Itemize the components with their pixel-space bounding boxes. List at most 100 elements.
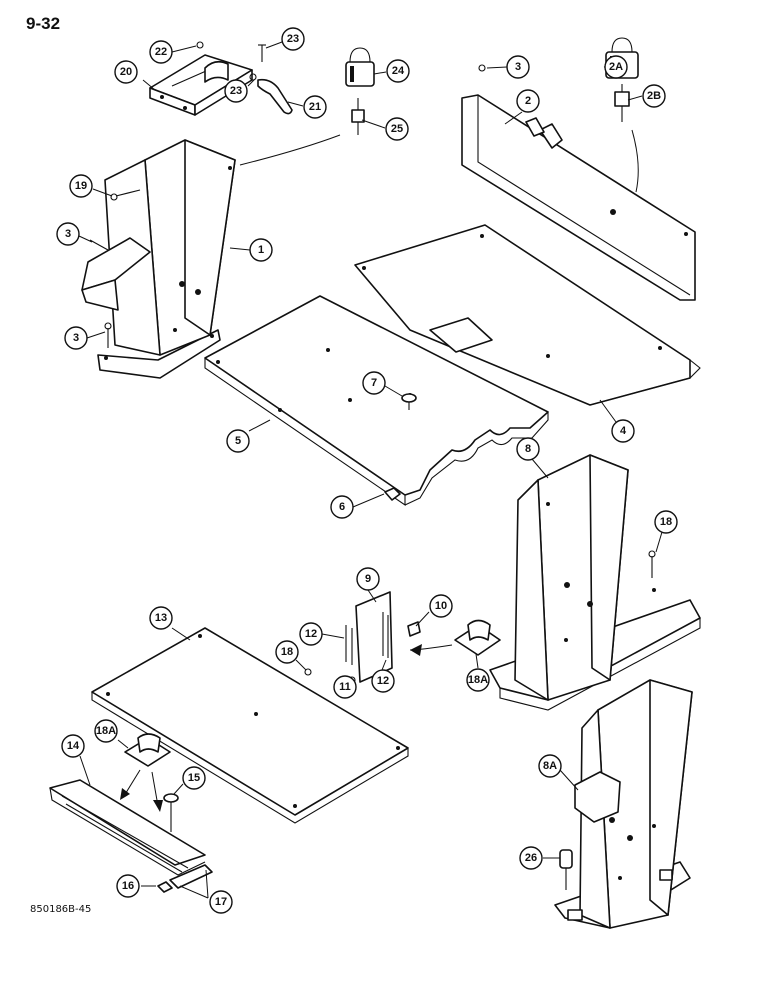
- svg-text:5: 5: [235, 435, 241, 447]
- callout-23b: 23: [224, 79, 248, 103]
- callout-2a: 2A: [604, 55, 628, 79]
- callout-15: 15: [182, 766, 206, 790]
- panel-4: [354, 224, 701, 406]
- svg-text:9: 9: [365, 573, 371, 585]
- leader-3b: [86, 331, 106, 339]
- svg-text:19: 19: [75, 180, 87, 192]
- callout-16: 16: [116, 874, 140, 898]
- callout-6: 6: [330, 495, 354, 519]
- callout-10: 10: [429, 594, 453, 618]
- nut-6: [384, 487, 401, 501]
- callout-5: 5: [226, 429, 250, 453]
- leader-18aa: [475, 653, 479, 669]
- leader-3a: [78, 235, 93, 243]
- arrowhead-14a: [120, 788, 130, 800]
- nut-16: [157, 881, 173, 893]
- latch-18a-left: [124, 733, 171, 767]
- callout-18a: 18: [275, 640, 299, 664]
- callout-8: 8: [516, 437, 540, 461]
- callout-18aa: 18A: [466, 668, 490, 692]
- leader-18a: [295, 659, 307, 671]
- shim-17: [169, 864, 213, 889]
- key-2b: [614, 84, 630, 122]
- leader-26: [361, 119, 386, 129]
- callout-21: 2219: [69, 174, 93, 198]
- padlock-25: [345, 47, 375, 87]
- leader-25: [373, 71, 387, 75]
- leader-6: [352, 493, 385, 508]
- callout-17: 17: [209, 890, 233, 914]
- svg-text:8: 8: [525, 443, 531, 455]
- knob-15: [163, 793, 179, 832]
- leader-14: [79, 755, 91, 786]
- svg-text:12: 12: [305, 628, 317, 640]
- leader-4: [599, 399, 617, 423]
- callout-26: 25: [385, 117, 409, 141]
- bolt-3-left: [89, 239, 109, 251]
- leader-17b: [205, 869, 209, 899]
- svg-text:3: 3: [65, 228, 71, 240]
- leader-7: [384, 385, 403, 397]
- svg-text:8A: 8A: [543, 760, 557, 772]
- svg-text:10: 10: [435, 600, 447, 612]
- callout-3a: 3: [56, 222, 80, 246]
- leader-23a: [171, 45, 197, 53]
- leader-20: [142, 79, 156, 91]
- svg-text:11: 11: [339, 681, 351, 693]
- leader-12a: [321, 633, 345, 639]
- callout-13: 13: [149, 606, 173, 630]
- svg-text:6: 6: [339, 501, 345, 513]
- leader-21: [92, 188, 113, 197]
- svg-text:18A: 18A: [96, 725, 116, 737]
- leader-24: [265, 41, 283, 49]
- bracket-1: [81, 139, 236, 379]
- leader-arc-left: [239, 134, 341, 166]
- leader-9: [367, 589, 377, 603]
- leader-8: [531, 458, 549, 479]
- svg-text:18: 18: [281, 646, 293, 658]
- key-26: [351, 98, 365, 135]
- leader-1: [229, 247, 251, 251]
- callout-20: 20: [114, 60, 138, 84]
- svg-text:18: 18: [660, 516, 672, 528]
- svg-text:24: 24: [392, 65, 405, 77]
- page-number: 9-32: [26, 14, 61, 33]
- leader-22: [287, 101, 304, 107]
- callout-18b: 18: [654, 510, 678, 534]
- leader-3c: [486, 66, 508, 69]
- callout-3c: 3: [506, 55, 530, 79]
- svg-text:2B: 2B: [647, 90, 661, 102]
- svg-text:7: 7: [371, 377, 377, 389]
- svg-text:17: 17: [215, 896, 227, 908]
- svg-text:3: 3: [73, 332, 79, 344]
- leader-13: [171, 627, 191, 641]
- svg-text:15: 15: [188, 772, 200, 784]
- rail-14: [49, 779, 206, 876]
- svg-text:21: 21: [309, 101, 321, 113]
- drawing-code: 850186B-45: [30, 904, 92, 915]
- bolt-3-top: [478, 64, 486, 72]
- callout-24: 23: [281, 27, 305, 51]
- callout-7: 7: [362, 371, 386, 395]
- svg-text:4: 4: [620, 425, 627, 437]
- rail-2: [461, 94, 696, 301]
- callout-25: 24: [386, 59, 410, 83]
- svg-text:23: 23: [287, 33, 299, 45]
- callout-2b: 2B: [642, 84, 666, 108]
- knob-7: [401, 393, 417, 410]
- svg-text:26: 26: [525, 852, 537, 864]
- bolt-18-center: [304, 668, 312, 676]
- callout-3b: 3: [64, 326, 88, 350]
- svg-text:2: 2: [525, 95, 531, 107]
- bolt-23: [196, 41, 257, 81]
- clamp-9: [345, 591, 393, 683]
- svg-text:16: 16: [122, 880, 134, 892]
- bolt-21: [110, 189, 141, 201]
- leader-5: [248, 419, 271, 432]
- callout-12b: 12: [371, 669, 395, 693]
- leader-18ab: [117, 739, 129, 749]
- leader-12b: [381, 659, 387, 671]
- svg-text:18A: 18A: [468, 674, 488, 686]
- svg-text:20: 20: [120, 66, 132, 78]
- callout-8a: 8A: [538, 754, 562, 778]
